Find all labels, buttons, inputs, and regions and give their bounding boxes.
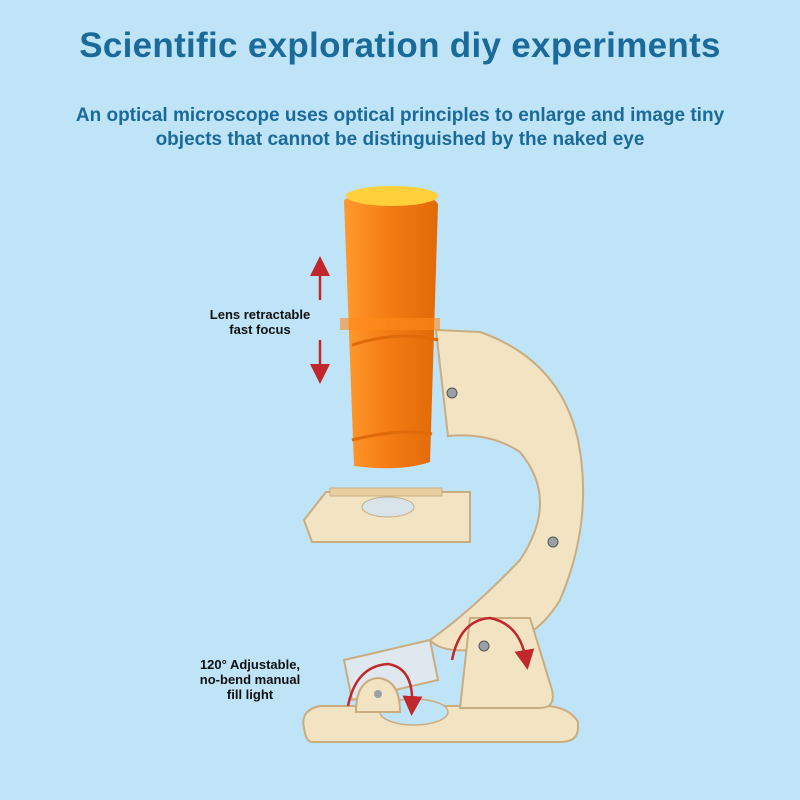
specimen-stage xyxy=(302,487,471,543)
eyepiece-tube xyxy=(340,186,440,469)
light-callout-line-1: 120° Adjustable, xyxy=(199,657,301,672)
page-title: Scientific exploration diy experiments xyxy=(79,26,721,65)
lens-callout-line-2: fast focus xyxy=(229,322,291,337)
page-subtitle: An optical microscope uses optical princ… xyxy=(75,105,725,150)
lens-callout-line-1: Lens retractable xyxy=(209,307,311,322)
rotation-arrow-icon xyxy=(346,616,535,716)
light-callout-line-3: fill light xyxy=(226,687,274,702)
fill-light-mirror xyxy=(342,638,440,713)
fill-light-callout: 120° Adjustable, no-bend manual fill lig… xyxy=(180,657,320,702)
microscope-arm xyxy=(428,328,585,709)
lens-focus-callout: Lens retractable fast focus xyxy=(190,307,330,337)
light-callout-line-2: no-bend manual xyxy=(199,672,301,687)
